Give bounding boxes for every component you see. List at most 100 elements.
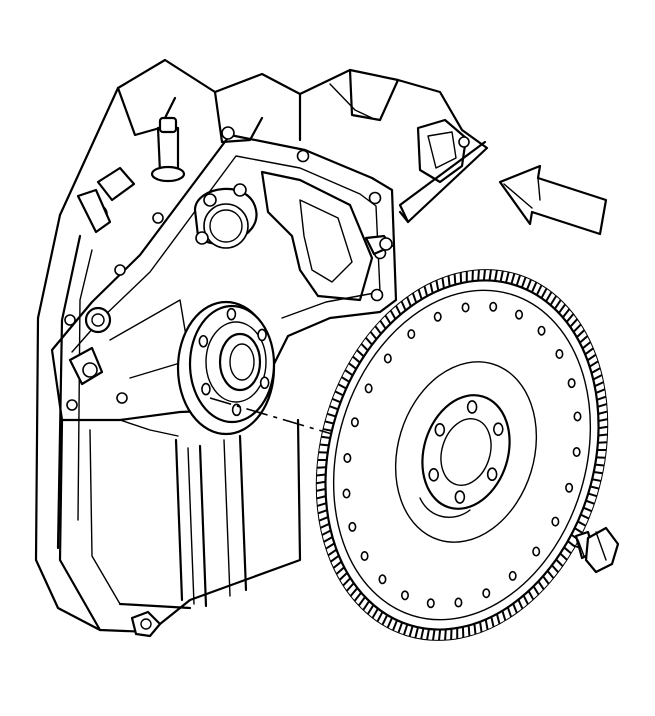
gear-tooth: [477, 269, 480, 281]
gear-tooth: [327, 548, 338, 557]
gear-tooth: [384, 314, 392, 325]
gear-tooth: [357, 596, 366, 607]
flywheel-bolt-hole: [426, 598, 435, 609]
gear-tooth: [317, 509, 328, 515]
gear-tooth: [325, 542, 335, 550]
flywheel-bolt-hole: [454, 597, 463, 608]
gear-tooth: [444, 629, 447, 641]
gear-tooth: [341, 376, 350, 383]
gear-tooth: [316, 473, 326, 477]
gear-tooth: [429, 282, 434, 294]
engine-block: [34, 58, 489, 638]
gear-tooth: [345, 582, 355, 592]
gear-tooth: [594, 381, 604, 388]
gear-tooth: [490, 616, 495, 628]
gear-tooth: [596, 395, 607, 401]
gear-tooth: [567, 540, 576, 548]
gear-tooth: [587, 492, 598, 498]
flywheel: [315, 269, 609, 641]
gear-tooth: [348, 362, 357, 370]
flywheel-inner-holes: [428, 400, 504, 504]
flywheel-bolt-hole: [383, 353, 392, 364]
gear-tooth: [555, 558, 564, 567]
gear-tooth: [549, 295, 558, 306]
gear-tooth: [546, 570, 555, 579]
gear-tooth: [369, 331, 378, 340]
gear-tooth: [586, 353, 597, 362]
gear-tooth: [411, 292, 418, 304]
flywheel-crank-hole: [454, 490, 466, 504]
gear-tooth: [379, 320, 387, 330]
gear-tooth: [320, 522, 330, 529]
gear-tooth: [473, 623, 477, 635]
gear-tooth: [562, 308, 571, 319]
gear-tooth: [400, 300, 407, 311]
gear-tooth: [565, 313, 575, 323]
gear-tooth: [389, 309, 397, 320]
flywheel-bolt-hole: [364, 383, 373, 394]
block-detail: [119, 419, 179, 437]
flywheel-bolt-hole: [350, 417, 359, 428]
gear-tooth: [435, 280, 440, 291]
flywheel-bolt-hole: [515, 309, 524, 320]
gear-tooth: [352, 355, 361, 364]
gear-tooth: [321, 435, 331, 440]
gear-tooth: [326, 412, 337, 418]
gear-tooth: [542, 575, 550, 585]
gear-tooth: [337, 383, 347, 390]
gear-tooth: [506, 606, 513, 618]
crankshaft-flange: [176, 300, 276, 436]
gear-tooth: [335, 566, 345, 575]
gear-tooth: [515, 274, 522, 286]
flywheel-bolt-hole: [378, 574, 387, 585]
flywheel-bolt-hole: [461, 302, 470, 313]
gear-tooth: [318, 516, 329, 522]
gear-tooth: [558, 303, 567, 314]
crank-flange-bolt-hole: [257, 328, 267, 342]
gear-tooth: [316, 502, 327, 507]
gear-tooth: [420, 628, 425, 640]
gear-tooth: [501, 610, 507, 621]
direction-arrow-icon: [498, 164, 608, 236]
gear-tooth: [595, 463, 605, 467]
crank-flange-bolt-hole: [226, 307, 237, 321]
gear-tooth: [581, 341, 592, 350]
gear-tooth: [332, 560, 343, 569]
gear-tooth: [447, 275, 451, 287]
flywheel-bolt-hole: [532, 546, 541, 557]
gear-tooth: [323, 536, 333, 543]
gear-tooth: [386, 617, 393, 629]
gear-tooth: [392, 619, 398, 631]
gear-tooth: [532, 585, 540, 596]
flywheel-bolt: [574, 526, 620, 574]
gear-tooth: [572, 323, 582, 333]
gear-tooth: [494, 269, 498, 282]
gear-tooth: [597, 410, 608, 415]
gear-tooth: [479, 621, 483, 633]
gear-tooth: [353, 591, 362, 602]
gear-tooth: [330, 554, 340, 563]
gear-tooth: [593, 470, 603, 475]
gear-tooth: [510, 273, 516, 285]
gear-tooth: [408, 625, 414, 637]
gear-tooth: [316, 495, 327, 500]
gear-tooth: [520, 276, 527, 288]
ring-gear-teeth: [315, 269, 609, 641]
gear-tooth: [563, 546, 572, 555]
gear-tooth: [437, 629, 442, 641]
gear-tooth: [324, 420, 334, 425]
flywheel-bolt-hole: [433, 311, 442, 322]
ring-gear-outline: [315, 269, 609, 641]
gear-tooth: [598, 418, 608, 423]
gear-tooth: [316, 480, 326, 485]
gear-tooth: [540, 287, 548, 299]
gear-tooth: [395, 305, 402, 316]
gear-tooth: [517, 599, 524, 610]
gear-tooth: [531, 281, 538, 293]
gear-tooth: [406, 296, 412, 307]
flywheel-bolt-hole: [360, 551, 369, 562]
gear-tooth: [495, 613, 501, 625]
gear-tooth: [598, 433, 608, 437]
